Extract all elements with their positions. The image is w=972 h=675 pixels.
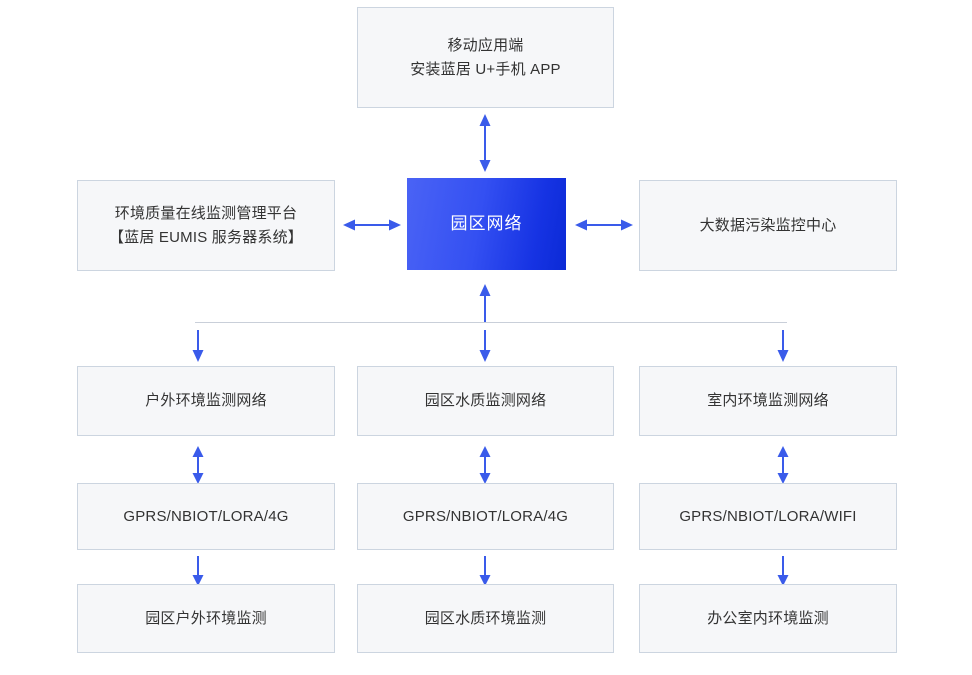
connector-bus-to-indoor bbox=[771, 330, 795, 362]
connector-net-outdoor-to-link bbox=[186, 446, 210, 484]
connector-bus-line bbox=[195, 322, 787, 323]
connector-bus-to-network bbox=[473, 284, 497, 322]
node-bigdata-center[interactable]: 大数据污染监控中心 bbox=[639, 180, 897, 271]
node-sensor-outdoor-label: 园区户外环境监测 bbox=[145, 609, 267, 627]
node-net-outdoor[interactable]: 户外环境监测网络 bbox=[77, 366, 335, 436]
connector-mobile-to-network bbox=[473, 114, 497, 172]
node-link-indoor-label: GPRS/NBIOT/LORA/WIFI bbox=[679, 507, 857, 525]
connector-network-to-bigdata bbox=[575, 214, 633, 236]
node-link-indoor[interactable]: GPRS/NBIOT/LORA/WIFI bbox=[639, 483, 897, 550]
node-sensor-outdoor[interactable]: 园区户外环境监测 bbox=[77, 584, 335, 653]
node-sensor-water[interactable]: 园区水质环境监测 bbox=[357, 584, 614, 653]
node-bigdata-center-label: 大数据污染监控中心 bbox=[699, 216, 837, 234]
node-net-indoor-label: 室内环境监测网络 bbox=[707, 392, 829, 410]
node-link-outdoor-label: GPRS/NBIOT/LORA/4G bbox=[123, 507, 289, 525]
node-net-water[interactable]: 园区水质监测网络 bbox=[357, 366, 614, 436]
connector-platform-to-network bbox=[343, 214, 401, 236]
node-sensor-indoor-label: 办公室内环境监测 bbox=[707, 609, 829, 627]
node-platform-label: 环境质量在线监测管理平台 【蓝居 EUMIS 服务器系统】 bbox=[108, 205, 304, 246]
connector-link-outdoor-to-sensor bbox=[186, 556, 210, 586]
node-sensor-water-label: 园区水质环境监测 bbox=[424, 609, 547, 627]
node-link-outdoor[interactable]: GPRS/NBIOT/LORA/4G bbox=[77, 483, 335, 550]
node-net-indoor[interactable]: 室内环境监测网络 bbox=[639, 366, 897, 436]
node-net-water-label: 园区水质监测网络 bbox=[424, 392, 547, 410]
connector-link-water-to-sensor bbox=[473, 556, 497, 586]
connector-net-water-to-link bbox=[473, 446, 497, 484]
node-link-water-label: GPRS/NBIOT/LORA/4G bbox=[402, 507, 569, 525]
node-platform[interactable]: 环境质量在线监测管理平台 【蓝居 EUMIS 服务器系统】 bbox=[77, 180, 335, 271]
connector-net-indoor-to-link bbox=[771, 446, 795, 484]
connector-link-indoor-to-sensor bbox=[771, 556, 795, 586]
node-park-network-label: 园区网络 bbox=[450, 213, 523, 233]
node-sensor-indoor[interactable]: 办公室内环境监测 bbox=[639, 584, 897, 653]
node-net-outdoor-label: 户外环境监测网络 bbox=[145, 392, 267, 410]
node-link-water[interactable]: GPRS/NBIOT/LORA/4G bbox=[357, 483, 614, 550]
node-mobile-app[interactable]: 移动应用端 安装蓝居 U+手机 APP bbox=[357, 7, 614, 108]
connector-bus-to-outdoor bbox=[186, 330, 210, 362]
connector-bus-to-water bbox=[473, 330, 497, 362]
node-mobile-app-label: 移动应用端 安装蓝居 U+手机 APP bbox=[410, 37, 561, 78]
node-park-network[interactable]: 园区网络 bbox=[407, 178, 566, 270]
